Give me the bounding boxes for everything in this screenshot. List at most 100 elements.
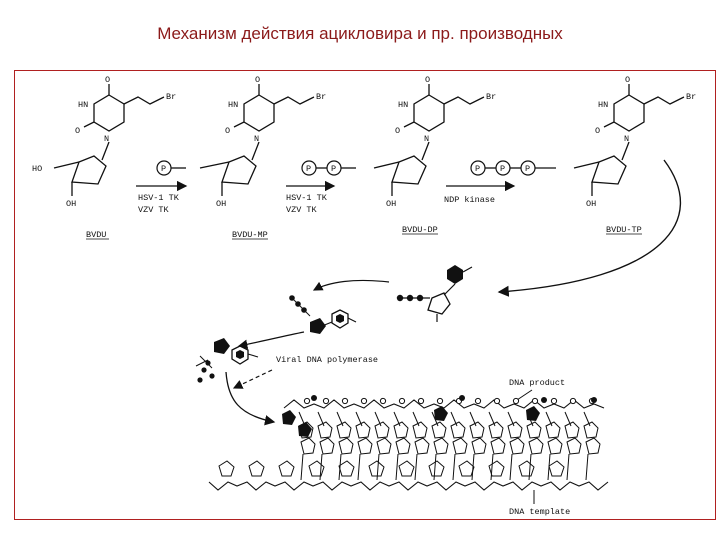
page-title: Механизм действия ацикловира и пр. произ… xyxy=(157,24,563,43)
phosphate-node xyxy=(398,397,406,405)
arrow-label-line2: VZV TK xyxy=(286,205,318,215)
phosphate-filled xyxy=(541,397,547,403)
base-ring xyxy=(376,437,392,455)
dna-product-strand xyxy=(283,399,605,409)
base-ring xyxy=(488,421,504,439)
base-link xyxy=(566,453,570,481)
base-ring xyxy=(393,421,409,439)
atom-br: Br xyxy=(686,92,696,102)
atom-br: Br xyxy=(166,92,176,102)
atom-n: N xyxy=(424,134,429,144)
arrow-to-polymerase xyxy=(237,331,305,350)
base-link xyxy=(357,453,361,481)
phosphate-label: P xyxy=(161,164,166,174)
base-ring xyxy=(319,437,335,455)
base-link xyxy=(471,453,475,481)
template-sugar xyxy=(518,460,535,477)
base-ring xyxy=(338,437,354,455)
phosphate-node xyxy=(379,397,387,405)
base-link xyxy=(490,453,494,481)
base-link xyxy=(585,453,589,481)
base-ring xyxy=(545,421,561,439)
bvdu-incorporated xyxy=(434,406,448,421)
bvdu-incorporated xyxy=(526,406,540,421)
base-link xyxy=(509,453,513,481)
atom-ho: HO xyxy=(32,164,42,174)
base-ring xyxy=(507,421,523,439)
arrow-label-line2: VZV TK xyxy=(138,205,170,215)
phosphate-node xyxy=(493,397,501,405)
atom-oh: OH xyxy=(586,199,596,209)
atom-oh: OH xyxy=(66,199,76,209)
phosphate-label: P xyxy=(306,164,311,174)
base-ring xyxy=(452,437,468,455)
phosphate-node xyxy=(512,397,520,405)
atom-n: N xyxy=(254,134,259,144)
arrow-label-line1: HSV-1 TK xyxy=(286,193,328,203)
phosphate-node xyxy=(474,397,482,405)
base-ring xyxy=(547,437,563,455)
base-ring xyxy=(317,421,333,439)
diagram-frame xyxy=(14,70,716,520)
base-ring xyxy=(585,437,601,455)
template-sugar xyxy=(488,460,505,477)
phosphate-node xyxy=(569,397,577,405)
base-ring xyxy=(357,437,373,455)
phosphate-node xyxy=(417,397,425,405)
base-ring xyxy=(566,437,582,455)
phosphate-filled xyxy=(311,395,317,401)
base-link xyxy=(414,453,418,481)
base-ring xyxy=(336,421,352,439)
dna-template-label: DNA template xyxy=(509,507,570,517)
atom-n: N xyxy=(624,134,629,144)
bvdu-incorporated xyxy=(282,410,296,425)
arrow-label-line1: HSV-1 TK xyxy=(138,193,180,203)
compound-bvdu-mp: O O HN N Br OH P BVDU-MP xyxy=(156,75,326,240)
base-ring xyxy=(433,437,449,455)
atom-o: O xyxy=(75,126,80,136)
base-ring xyxy=(414,437,430,455)
atom-oh: OH xyxy=(386,199,396,209)
base-ring xyxy=(509,437,525,455)
atom-o: O xyxy=(105,75,110,85)
arrow-to-enzyme xyxy=(312,279,390,291)
polymerase-complex xyxy=(195,338,259,383)
phosphate-node xyxy=(303,397,311,405)
phosphate-filled xyxy=(459,395,465,401)
phosphate-label: P xyxy=(525,164,530,174)
bvdu-tp-cartoon xyxy=(396,265,473,322)
arrow-ndp-kinase: NDP kinase xyxy=(444,180,516,205)
atom-o: O xyxy=(395,126,400,136)
base-ring xyxy=(490,437,506,455)
template-sugar xyxy=(338,460,355,477)
polymerase-label: Viral DNA polymerase xyxy=(276,355,378,365)
base-ring xyxy=(300,437,316,455)
template-sugar xyxy=(248,460,265,477)
base-ring xyxy=(412,421,428,439)
base-ring xyxy=(564,421,580,439)
phosphate-label: P xyxy=(475,164,480,174)
compound-label-bvdu: BVDU xyxy=(86,230,106,240)
phosphate-node xyxy=(531,397,539,405)
phosphate-node xyxy=(341,397,349,405)
template-sugar xyxy=(368,460,385,477)
phosphate-label: P xyxy=(500,164,505,174)
bvdu-incorporated xyxy=(298,422,312,437)
dna-template-strand xyxy=(208,481,609,491)
base-ring xyxy=(469,421,485,439)
base-ring xyxy=(471,437,487,455)
atom-n: N xyxy=(104,134,109,144)
phosphate-node xyxy=(436,397,444,405)
atom-hn: HN xyxy=(78,100,88,110)
compound-bvdu: O O HN N Br OH HO BVDU xyxy=(32,75,176,240)
arrow-to-dna xyxy=(225,371,276,426)
atom-hn: HN xyxy=(398,100,408,110)
atom-o: O xyxy=(425,75,430,85)
template-sugar xyxy=(218,460,235,477)
base-ring xyxy=(431,421,447,439)
base-link xyxy=(338,453,342,481)
template-sugar xyxy=(308,460,325,477)
template-sugar xyxy=(278,460,295,477)
template-sugar xyxy=(428,460,445,477)
curved-arrow-incorporation xyxy=(497,159,682,297)
